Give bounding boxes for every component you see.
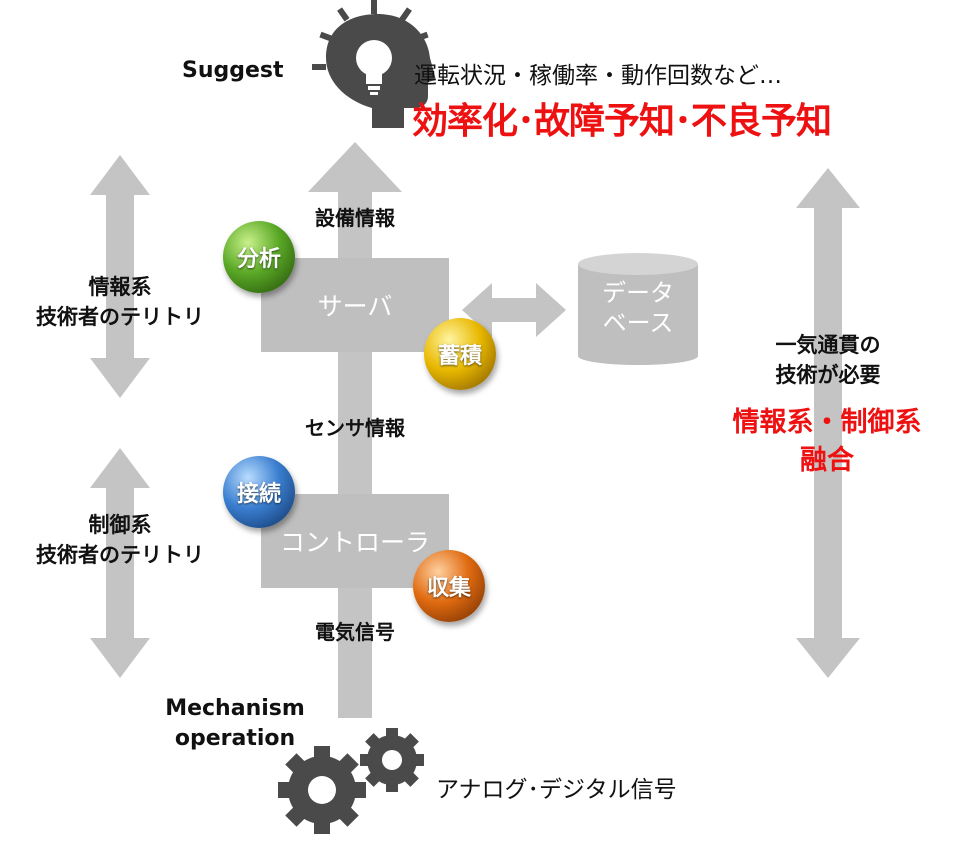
subtitle-text: 運転状況・稼働率・動作回数など… xyxy=(414,63,782,89)
headline-text: 効率化･故障予知･不良予知 xyxy=(412,101,832,142)
server-database-double-arrow xyxy=(462,283,566,337)
central-up-arrow xyxy=(308,142,402,718)
orb-connect: 接続 xyxy=(223,456,295,528)
database-label: データ ベース xyxy=(602,279,674,337)
analog-digital-label: アナログ･デジタル信号 xyxy=(436,777,677,803)
controller-label: コントローラ xyxy=(279,528,430,557)
orb-collect: 収集 xyxy=(413,550,485,622)
orb-analyze: 分析 xyxy=(223,221,295,293)
server-box: サーバ xyxy=(261,258,449,352)
orb-store: 蓄積 xyxy=(424,318,496,390)
suggest-label: Suggest xyxy=(182,58,284,83)
mechanism-operation-label: Mechanism operation xyxy=(165,696,305,751)
info-territory-label: 情報系 技術者のテリトリ xyxy=(36,275,204,329)
electric-signal-label: 電気信号 xyxy=(315,620,395,644)
database-cylinder xyxy=(578,253,698,365)
gears-icon xyxy=(278,728,424,834)
lightbulb-head-icon xyxy=(312,0,436,128)
right-double-arrow xyxy=(796,168,860,678)
integration-need-label: 一気通貫の 技術が必要 xyxy=(775,333,881,387)
server-label: サーバ xyxy=(317,292,393,321)
left-upper-double-arrow xyxy=(90,155,150,398)
fusion-red-label: 情報系・制御系 融合 xyxy=(732,407,922,476)
control-territory-label: 制御系 技術者のテリトリ xyxy=(36,513,204,567)
equipment-info-label: 設備情報 xyxy=(315,206,395,230)
left-lower-double-arrow xyxy=(90,448,150,678)
sensor-info-label: センサ情報 xyxy=(305,416,405,440)
